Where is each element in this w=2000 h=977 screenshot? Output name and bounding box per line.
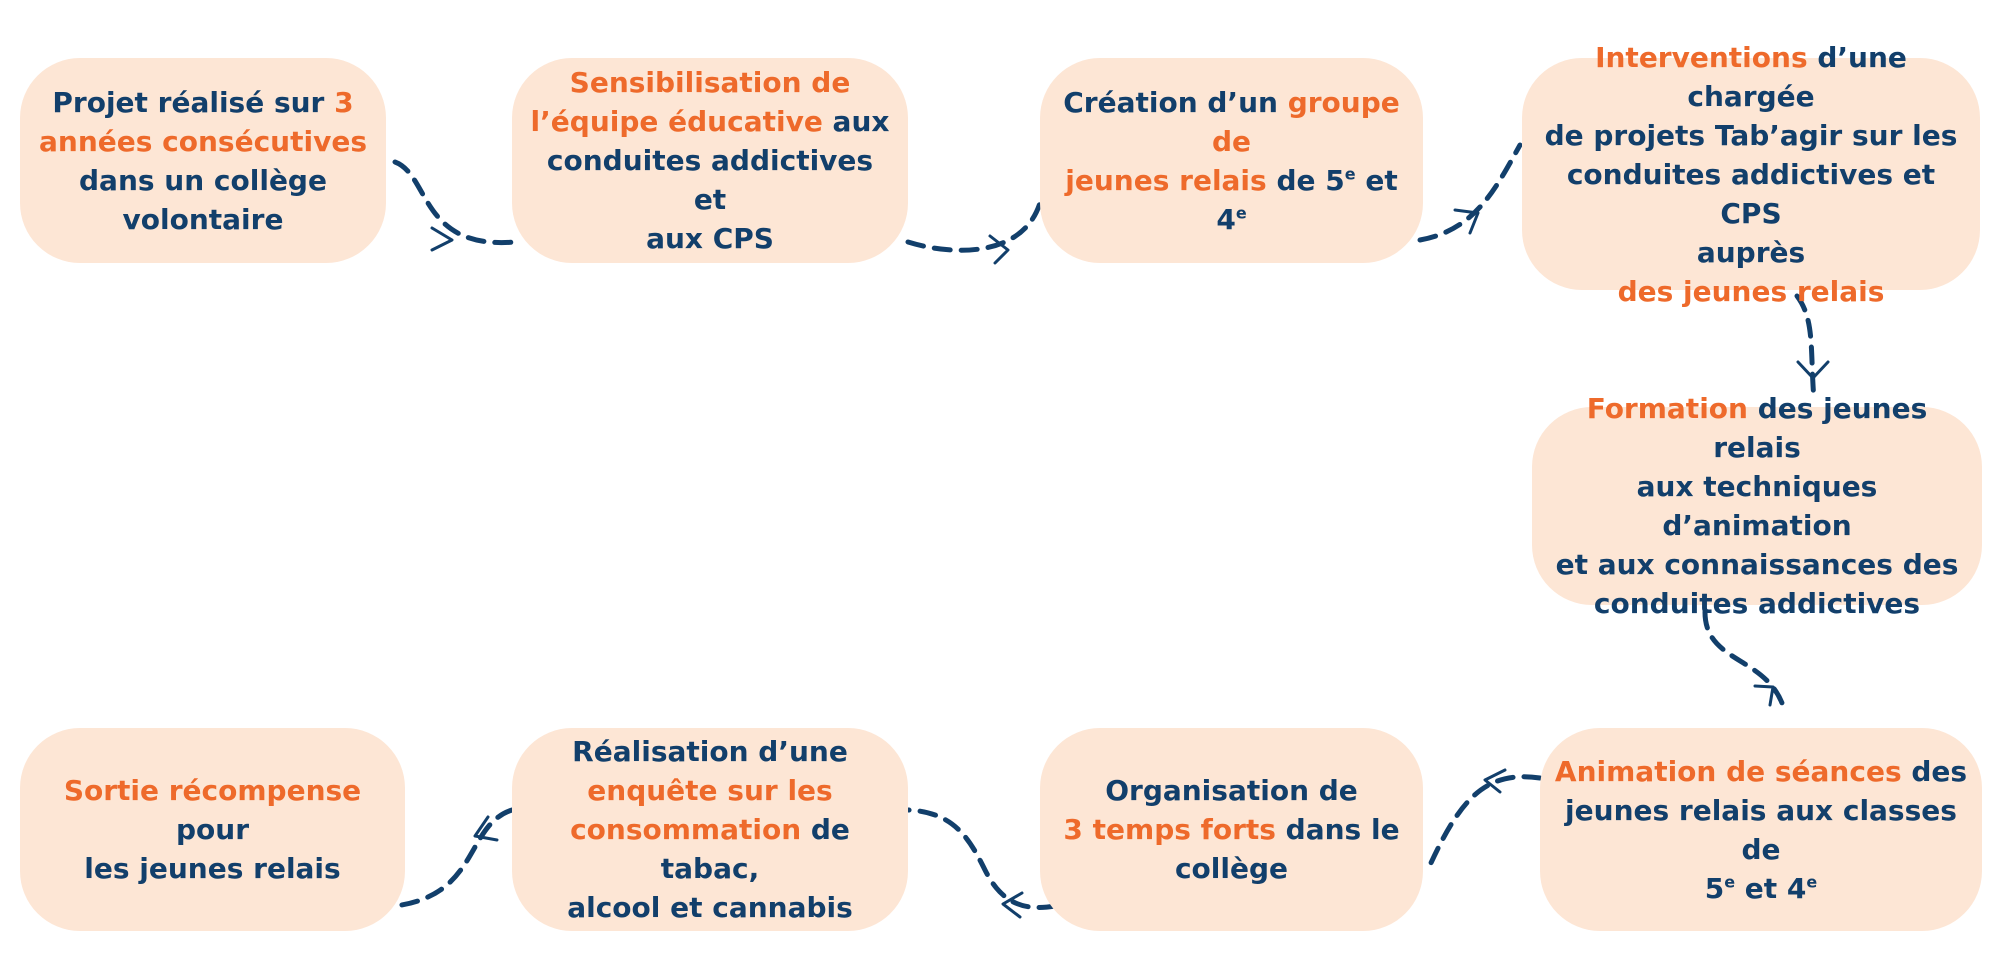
highlight-text: consommation [570,813,802,846]
body-text: pour [175,813,250,846]
highlight-text: Sortie récompense [63,774,362,807]
body-text: collège [1174,852,1289,885]
body-text: jeunes relais aux classes de [1565,793,1957,866]
body-text: des [1901,754,1968,788]
body-text: volontaire [122,202,284,236]
body-text: Projet réalisé sur [52,85,335,119]
step-box-6: Animation de séances des jeunes relais au… [1540,728,1982,931]
step-1-text: Projet réalisé sur 3 années consécutives d… [39,83,367,239]
arrow-7-to-8 [905,807,1058,910]
highlight-text: 3 [334,85,354,119]
arrowhead-6 [1483,768,1507,794]
body-text: conduites addictives et CPS [1566,157,1936,230]
highlight-text: Sensibilisation de [569,66,851,99]
arrowhead-2 [988,234,1010,265]
step-box-3: Création d’un groupe de jeunes relais de … [1040,58,1423,263]
step-7-text: Organisation de 3 temps forts dans le coll… [1063,771,1399,888]
step-box-7: Organisation de 3 temps forts dans le coll… [1040,728,1423,931]
arrow-8-to-9 [392,807,515,909]
body-text: dans un collège [79,163,327,197]
arrowhead-7 [1001,891,1024,919]
highlight-text: Interventions [1595,40,1808,74]
body-text: et aux connaissances des [1555,548,1959,581]
arrowhead-4 [1796,360,1830,380]
step-2-text: Sensibilisation de l’équipe éducative aux… [526,63,894,258]
step-box-2: Sensibilisation de l’équipe éducative aux… [512,58,908,263]
arrow-1-to-2 [392,159,518,246]
body-text: de projets Tab’agir sur les [1544,118,1958,152]
body-text: aux techniques d’animation [1636,470,1878,542]
body-text: e [1806,872,1818,892]
highlight-text: jeunes relais [1065,163,1267,197]
arrowhead-3 [1453,208,1480,235]
step-8-text: Réalisation d’une enquête sur les consomma… [526,732,894,927]
step-box-4: Interventions d’une chargée de projets Ta… [1522,41,1980,308]
arrow-5-to-6 [1702,609,1788,715]
body-text: des jeunes relais [1713,392,1928,464]
step-box-1: Projet réalisé sur 3 années consécutives d… [20,58,386,263]
body-text: aux [822,105,890,138]
body-text: aux CPS [646,222,774,255]
body-text: e [1344,164,1356,184]
body-text: 5 [1704,871,1725,905]
body-text: Création d’un [1063,85,1288,119]
body-text: de tabac, [660,813,850,885]
body-text: et 4 [1735,871,1807,905]
step-box-8: Réalisation d’une enquête sur les consomma… [512,728,908,931]
step-6-text: Animation de séances des jeunes relais au… [1554,752,1968,908]
body-text: d’une chargée [1687,40,1907,113]
arrow-2-to-3 [905,192,1045,253]
body-text: conduites addictives [1593,587,1921,620]
body-text: Organisation de [1105,774,1358,807]
step-box-9: Sortie récompense pour les jeunes relais [20,728,405,931]
highlight-text: l’équipe éducative [530,105,823,138]
body-text: e [1724,872,1736,892]
highlight-text: années consécutives [38,124,367,158]
body-text: alcool et cannabis [567,891,853,924]
arrow-4-to-5 [1794,293,1817,403]
arrowhead-5 [1753,684,1775,707]
body-text: conduites addictives et [546,144,874,216]
highlight-text: 3 temps forts [1063,813,1276,846]
arrowhead-1 [430,226,454,252]
arrowhead-8 [473,815,499,842]
step-4-text: Interventions d’une chargée de projets Ta… [1536,38,1966,311]
highlight-text: des jeunes relais [1617,274,1885,308]
highlight-text: Formation [1586,392,1748,425]
step-9-text: Sortie récompense pour les jeunes relais [34,771,391,888]
arrow-6-to-7 [1427,774,1543,868]
body-text: dans le [1275,813,1400,846]
body-text: Réalisation d’une [572,735,848,768]
body-text: de 5 [1266,163,1345,197]
body-text: les jeunes relais [84,852,341,885]
highlight-text: groupe de [1211,85,1400,158]
step-3-text: Création d’un groupe de jeunes relais de … [1054,83,1409,239]
body-text: auprès [1696,235,1806,269]
arrow-3-to-4 [1417,142,1523,243]
highlight-text: Animation de séances [1554,754,1902,788]
body-text: e [1235,203,1247,223]
body-text: et 4 [1216,163,1398,236]
highlight-text: enquête sur les [587,774,833,807]
